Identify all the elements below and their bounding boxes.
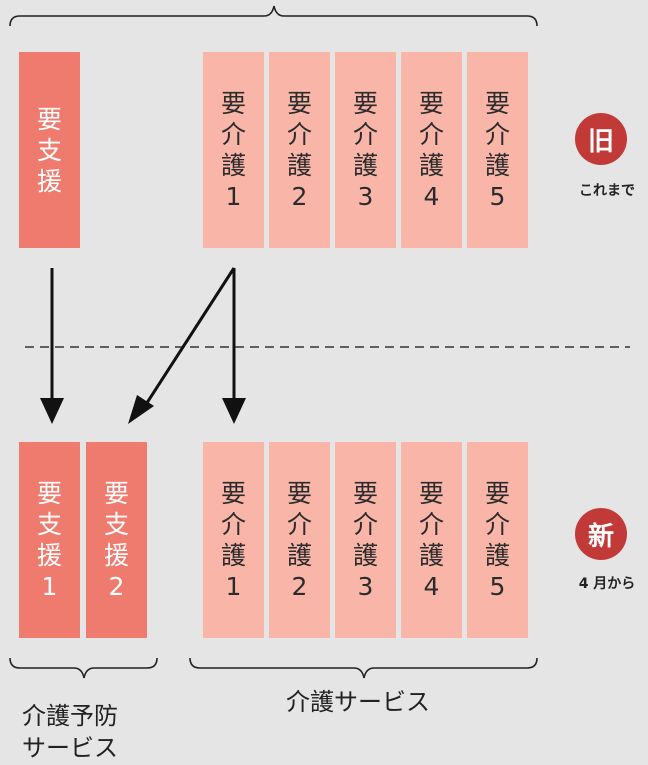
box-char: 要 <box>484 479 510 508</box>
new-support-box-1: 要 支 援 1 <box>19 442 80 638</box>
box-char: 1 <box>225 572 242 601</box>
box-char: 護 <box>484 151 510 180</box>
label-text: サービス <box>22 734 118 762</box>
box-char: 2 <box>291 572 308 601</box>
box-char: 要 <box>352 479 378 508</box>
box-char: 3 <box>357 572 374 601</box>
care-service-brace <box>189 657 538 679</box>
box-char: 4 <box>423 572 440 601</box>
prevention-brace <box>9 657 158 679</box>
box-char: 介 <box>220 510 246 539</box>
box-char: 要 <box>418 89 444 118</box>
new-badge-caption: 4 月から <box>578 576 636 592</box>
label-text: 旧 <box>587 126 614 157</box>
new-care-box-2: 要 介 護 2 <box>269 442 330 638</box>
old-care-box-5: 要 介 護 5 <box>467 52 528 248</box>
prevention-service-label: 介護予防 サービス <box>22 700 118 764</box>
box-char: 2 <box>291 182 308 211</box>
box-char: 護 <box>286 541 312 570</box>
box-char: 護 <box>220 541 246 570</box>
box-char: 2 <box>108 572 125 601</box>
box-char: 5 <box>489 182 506 211</box>
box-char: 介 <box>286 510 312 539</box>
box-char: 援 <box>103 541 129 570</box>
box-char: 要 <box>352 89 378 118</box>
box-char: 介 <box>286 120 312 149</box>
box-char: 要 <box>220 89 246 118</box>
box-char: 1 <box>225 182 242 211</box>
box-char: 介 <box>484 120 510 149</box>
arrowhead-support1 <box>40 398 64 424</box>
box-char: 支 <box>103 510 129 539</box>
new-support-box-2: 要 支 援 2 <box>86 442 147 638</box>
box-char: 4 <box>423 182 440 211</box>
box-char: 援 <box>36 166 62 196</box>
box-char: 5 <box>489 572 506 601</box>
old-badge-caption: これまで <box>579 183 635 199</box>
new-care-box-3: 要 介 護 3 <box>335 442 396 638</box>
arrowhead-care1 <box>222 398 246 424</box>
label-text: 介護予防 <box>22 702 118 730</box>
box-char: 1 <box>41 572 58 601</box>
arrow-care1-to-support2 <box>141 267 236 410</box>
new-care-box-5: 要 介 護 5 <box>467 442 528 638</box>
box-char: 要 <box>286 89 312 118</box>
box-char: 要 <box>36 104 62 134</box>
top-brace <box>9 5 538 27</box>
box-char: 要 <box>484 89 510 118</box>
box-char: 支 <box>36 135 62 165</box>
box-char: 援 <box>36 541 62 570</box>
new-care-box-1: 要 介 護 1 <box>203 442 264 638</box>
box-char: 護 <box>418 541 444 570</box>
old-support-box: 要 支 援 <box>19 52 80 248</box>
box-char: 介 <box>484 510 510 539</box>
box-char: 介 <box>352 120 378 149</box>
box-char: 支 <box>36 510 62 539</box>
new-badge: 新 <box>575 508 627 560</box>
label-text: 新 <box>587 521 614 552</box>
box-char: 護 <box>352 541 378 570</box>
old-care-box-2: 要 介 護 2 <box>269 52 330 248</box>
box-char: 護 <box>484 541 510 570</box>
box-char: 護 <box>220 151 246 180</box>
box-char: 要 <box>418 479 444 508</box>
box-char: 護 <box>352 151 378 180</box>
box-char: 要 <box>103 479 129 508</box>
care-service-label: 介護サービス <box>286 688 430 716</box>
arrowhead-support2 <box>128 395 154 424</box>
old-badge: 旧 <box>575 113 627 165</box>
new-care-box-4: 要 介 護 4 <box>401 442 462 638</box>
box-char: 介 <box>418 510 444 539</box>
box-char: 要 <box>36 479 62 508</box>
box-char: 要 <box>220 479 246 508</box>
box-char: 介 <box>352 510 378 539</box>
box-char: 介 <box>220 120 246 149</box>
box-char: 3 <box>357 182 374 211</box>
old-care-box-4: 要 介 護 4 <box>401 52 462 248</box>
box-char: 護 <box>418 151 444 180</box>
old-care-box-3: 要 介 護 3 <box>335 52 396 248</box>
old-care-box-1: 要 介 護 1 <box>203 52 264 248</box>
box-char: 要 <box>286 479 312 508</box>
box-char: 介 <box>418 120 444 149</box>
box-char: 護 <box>286 151 312 180</box>
